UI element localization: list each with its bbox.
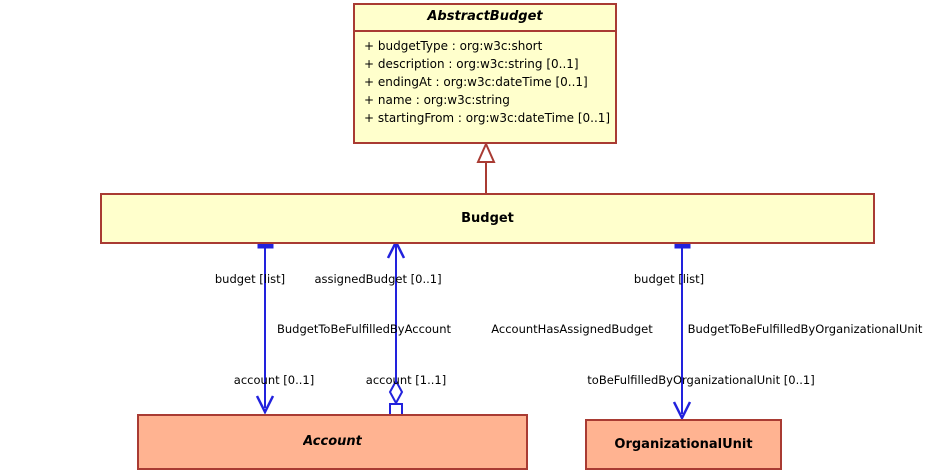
class-title-organizational-unit: OrganizationalUnit (614, 436, 753, 452)
class-separator (355, 29, 615, 32)
class-box-abstract-budget[interactable]: AbstractBudget + budgetType : org:w3c:sh… (353, 3, 617, 144)
association-name-budget-to-be-fulfilled-by-account: BudgetToBeFulfilledByAccount (276, 322, 452, 336)
association-source-role-assigned-budget: assignedBudget [0..1] (314, 272, 442, 286)
attribute-compartment-abstract-budget: + budgetType : org:w3c:short + descripti… (355, 32, 615, 133)
class-box-budget[interactable]: Budget (100, 193, 875, 244)
attribute-row: + endingAt : org:w3c:dateTime [0..1] (364, 74, 588, 89)
class-title-abstract-budget: AbstractBudget (427, 9, 543, 24)
attribute-row: + budgetType : org:w3c:short (364, 38, 543, 53)
generalization-budget-to-abstractbudget[interactable] (476, 141, 496, 193)
attribute-row: + name : org:w3c:string (364, 92, 510, 107)
class-title-account: Account (303, 434, 362, 450)
association-budget-to-be-fulfilled-by-organizational-unit[interactable] (672, 239, 692, 421)
class-box-account[interactable]: Account (137, 414, 528, 470)
attribute-row: + startingFrom : org:w3c:dateTime [0..1] (364, 110, 611, 125)
attribute-row: + description : org:w3c:string [0..1] (364, 56, 579, 71)
association-target-role-account-1-1: account [1..1] (365, 373, 447, 387)
association-source-role-budget-orgunit: budget [list] (633, 272, 705, 286)
association-name-budget-to-be-fulfilled-by-organizational-unit: BudgetToBeFulfilledByOrganizationalUnit (687, 322, 923, 336)
association-target-role-account-0-1: account [0..1] (233, 373, 315, 387)
association-name-account-has-assigned-budget: AccountHasAssignedBudget (491, 322, 653, 336)
association-source-role-budget-account: budget [list] (214, 272, 286, 286)
class-title-budget: Budget (461, 210, 514, 226)
class-box-organizational-unit[interactable]: OrganizationalUnit (585, 419, 782, 470)
association-target-role-to-be-fulfilled-by-organizational-unit: toBeFulfilledByOrganizationalUnit [0..1] (587, 373, 815, 387)
